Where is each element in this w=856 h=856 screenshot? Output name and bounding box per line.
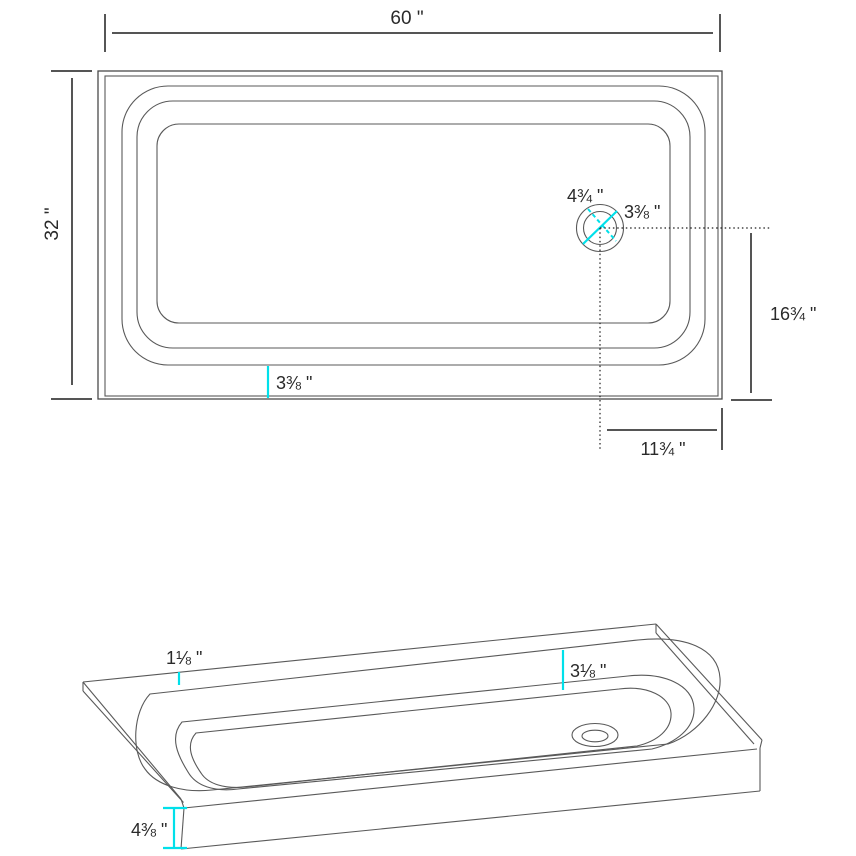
dim-label-drain-inner: 3⅜ " [624,202,660,222]
dim-label-basin-depth: 3⅛ " [570,661,606,681]
iso-right-rim-outer-edge [655,623,763,741]
tray-rim-inner-edge [104,75,719,397]
iso-basin-floor-edge [189,687,672,788]
dim-label-drain-from-bottom: 16¾ " [770,304,816,324]
top-view: 60 " 32 " 16¾ " 11¾ " 4¾ " 3⅜ " 3⅜ " [42,8,816,459]
dim-label-bottom-rim: 3⅜ " [276,373,312,393]
tray-outer-edge [97,70,723,400]
basin-floor-edge [156,123,671,324]
iso-skirt-bottom-edge [180,790,761,850]
iso-basin-contour-middle [175,674,695,791]
iso-drain-outer [571,722,619,748]
iso-basin-contour-outer [135,638,721,792]
dim-label-rim-width: 1⅛ " [166,648,202,668]
iso-left-rim-inner-edge [82,690,184,803]
iso-skirt-top-edge [183,748,758,809]
iso-front-left-corner-step [180,798,185,809]
drain-inner-circle [582,210,618,246]
iso-drain-inner [581,729,609,743]
drain-diameter-marker-dashed [587,208,617,242]
dim-label-height: 32 " [42,207,63,240]
iso-front-right-corner-step [759,739,763,749]
basin-contour-middle [136,100,691,349]
iso-skirt-left-edge [180,807,185,850]
basin-contour-outer [121,85,706,366]
drain-outer-circle [575,203,625,253]
dim-label-drain-from-right: 11¾ " [640,439,685,459]
dim-label-drain-outer: 4¾ " [567,186,603,206]
dim-label-skirt-height: 4⅜ " [131,820,167,840]
iso-left-rim-outer-edge [82,681,182,800]
iso-view: 1⅛ " 3⅛ " 4⅜ " [82,623,763,850]
iso-right-rim-inner-edge [655,632,755,745]
dim-label-width: 60 " [390,8,423,29]
